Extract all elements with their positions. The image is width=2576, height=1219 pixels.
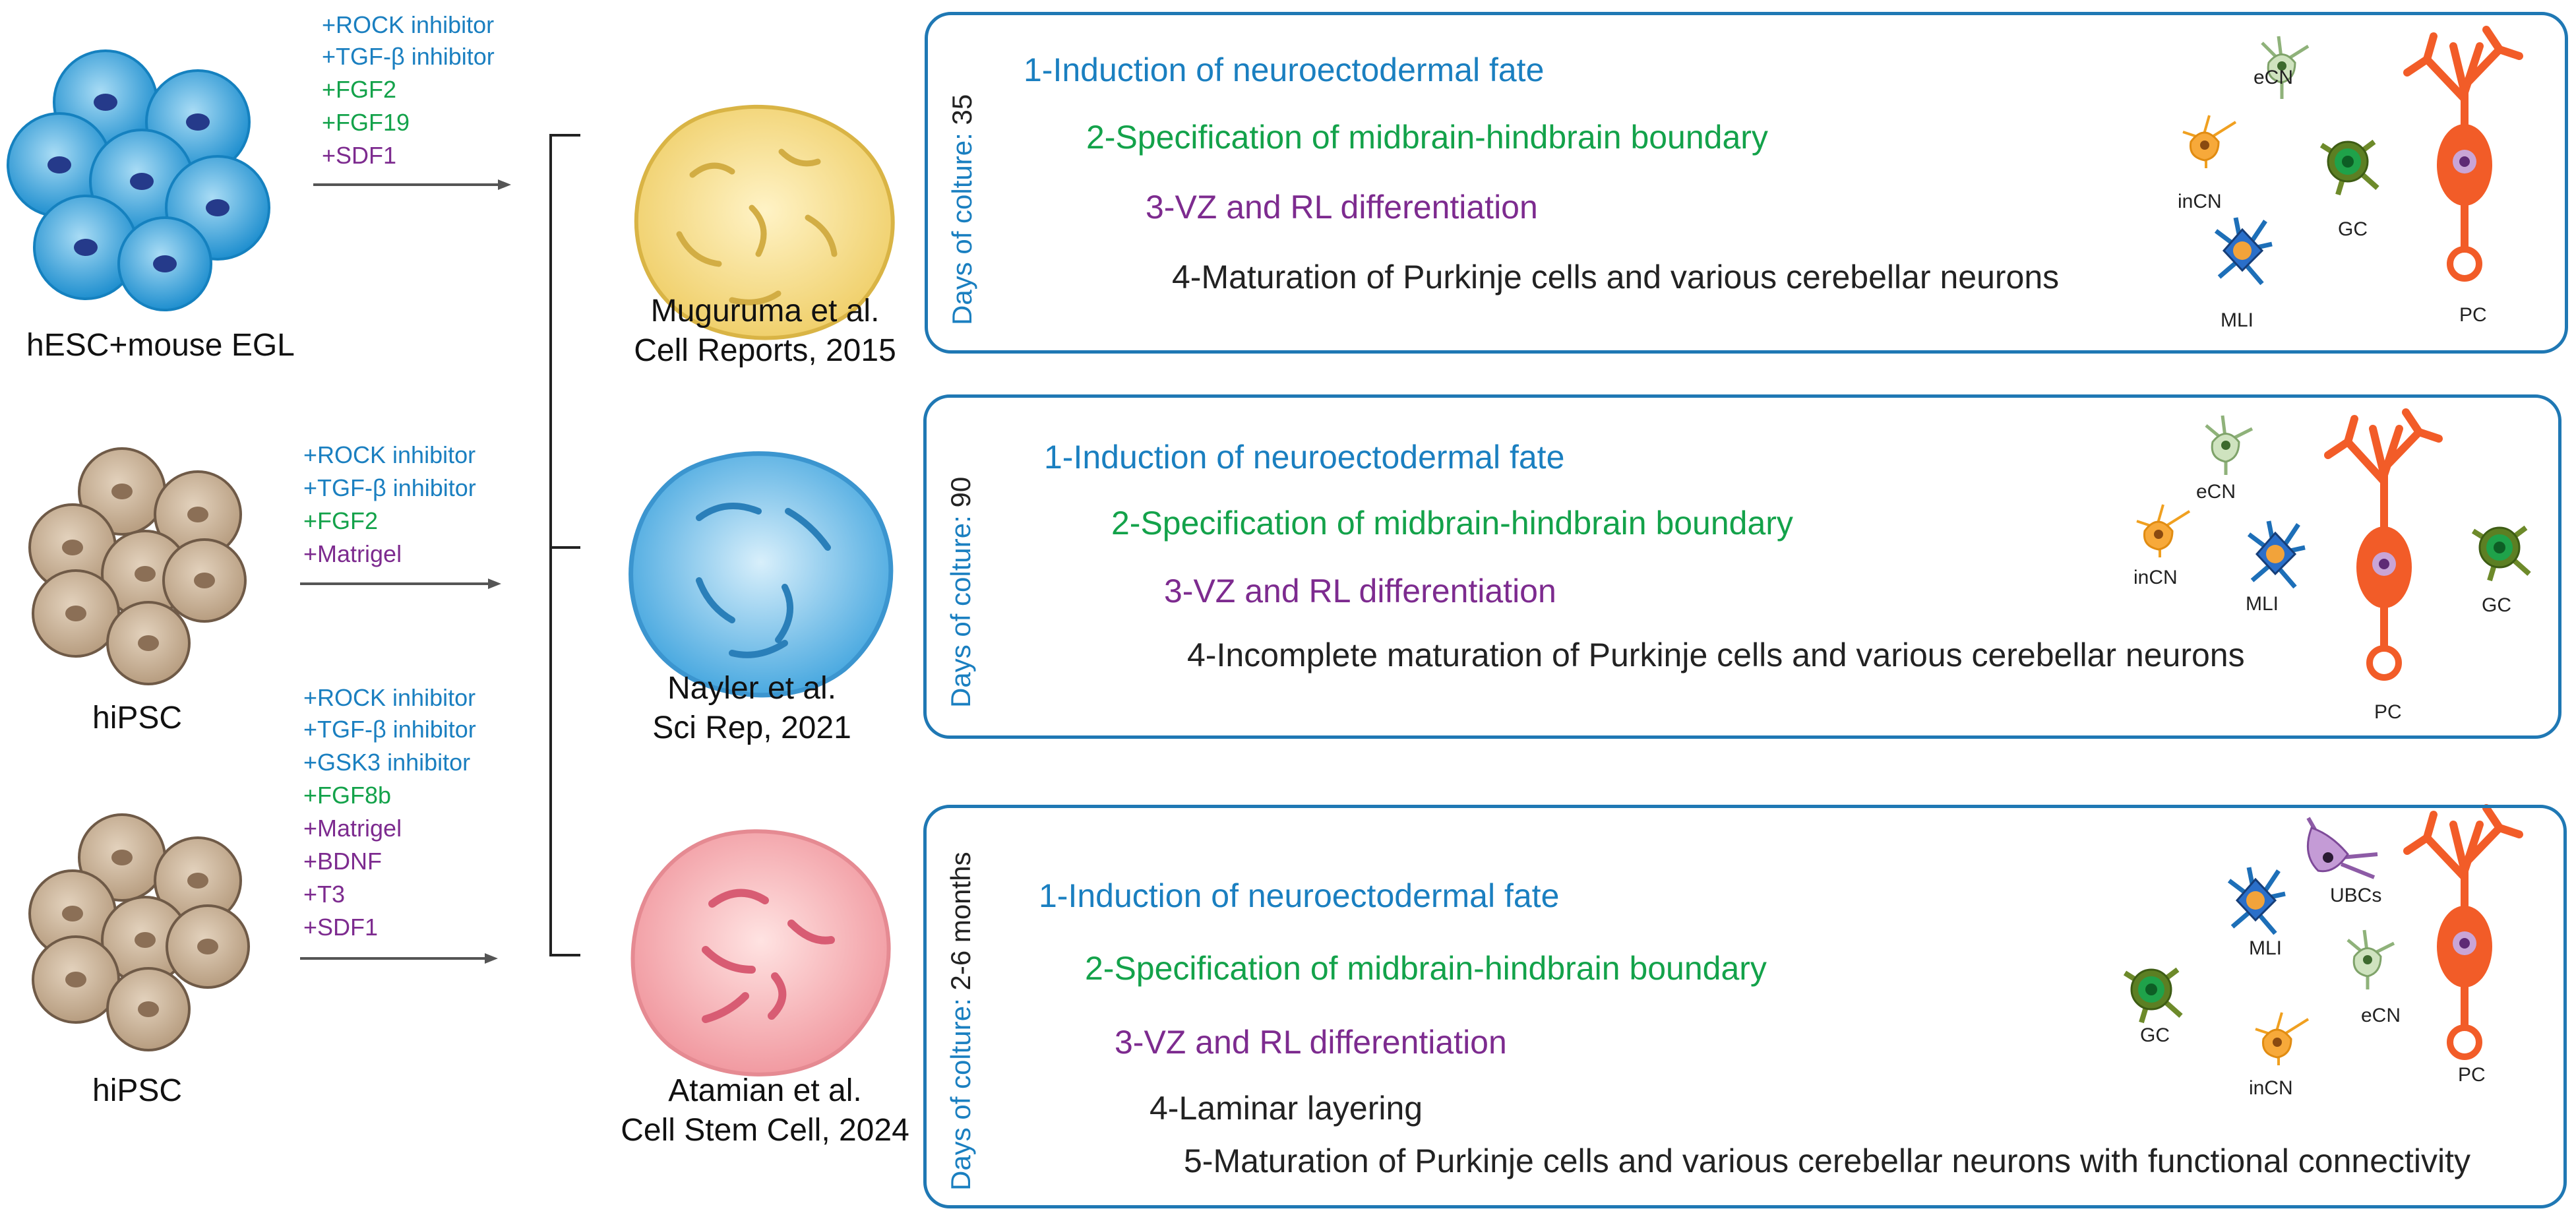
row2-factor-4: +Matrigel [303,540,402,567]
panel1-label-mli: MLI [2221,309,2254,331]
panel1-step-4: 4-Maturation of Purkinje cells and vario… [1172,259,2060,296]
ecn-icon-2 [2205,415,2254,475]
row1-source-label: hESC+mouse EGL [26,328,295,363]
panel1-step-3: 3-VZ and RL differentiation [1146,189,1538,226]
row3-factor-6: +BDNF [303,848,383,875]
gc-icon-1 [2319,139,2379,196]
panel2-label-gc: GC [2482,594,2511,616]
panel3-step-5: 5-Maturation of Purkinje cells and vario… [1184,1142,2471,1179]
organoid-muguruma [634,104,895,340]
panel1-step-1: 1-Induction of neuroectodermal fate [1024,51,1545,88]
row1-reference-authors: Muguruma et al. [650,294,880,328]
row2-factor-2: +TGF-β inhibitor [303,474,476,501]
panel2-neurons [2136,408,2531,681]
row3-factor-3: +GSK3 inhibitor [303,749,471,776]
row1-factor-1: +ROCK inhibitor [322,11,495,38]
panel3-label-incn: inCN [2249,1077,2293,1099]
row3-factor-4: +FGF8b [303,782,392,809]
panel3-label-ubcs: UBCs [2330,885,2382,906]
panel2-label-ecn: eCN [2196,481,2236,503]
panel3-step-4: 4-Laminar layering [1150,1090,1423,1127]
panel3-step-3: 3-VZ and RL differentiation [1115,1024,1507,1061]
panel2-days-label: Days of colture: 90 [945,477,977,708]
row3-reference-journal: Cell Stem Cell, 2024 [621,1113,909,1148]
mli-icon-1 [2214,217,2273,286]
panel1-neurons [2182,26,2523,286]
row2-reference-journal: Sci Rep, 2021 [652,710,851,745]
panel2-days-text: Days of colture: [945,515,976,708]
pc-icon-3 [2403,804,2523,1060]
panel3-step-2: 2-Specification of midbrain-hindbrain bo… [1085,950,1767,987]
panel1-days-label: Days of colture: 35 [946,94,978,325]
panel3-label-gc: GC [2140,1024,2170,1046]
panel3-label-ecn: eCN [2361,1005,2401,1026]
incn-icon-3 [2255,1012,2310,1065]
pc-icon-1 [2403,26,2523,282]
gc-icon-3 [2123,967,2183,1024]
panel1-label-gc: GC [2338,218,2368,240]
organoid-atamian [630,829,891,1077]
gc-icon-2 [2471,525,2531,582]
mli-icon-2 [2247,520,2306,589]
hipsc-cell-cluster-2 [28,813,250,1051]
protocol-panel-1: Days of colture: 35 1-Induction of neuro… [925,12,2568,354]
ubcs-icon [2306,817,2378,879]
ecn-icon-1 [2261,36,2310,99]
row3-source-label: hiPSC [92,1073,183,1108]
incn-icon-2 [2136,504,2191,557]
row3-factor-2: +TGF-β inhibitor [303,716,476,743]
hesc-cell-cluster [7,49,270,311]
panel2-step-3: 3-VZ and RL differentiation [1164,573,1556,610]
panel2-step-4: 4-Incomplete maturation of Purkinje cell… [1187,637,2245,673]
panel1-days-text: Days of colture: [946,133,977,325]
protocol-panel-2: Days of colture: 90 1-Induction of neuro… [923,394,2561,739]
panel2-step-2: 2-Specification of midbrain-hindbrain bo… [1111,505,1793,542]
panel3-neurons [2123,804,2523,1065]
row1-factor-4: +FGF19 [322,109,410,136]
row3-factor-5: +Matrigel [303,815,402,842]
row3-factor-8: +SDF1 [303,914,379,941]
row2-reference-authors: Nayler et al. [667,671,837,706]
row2-source-label: hiPSC [92,701,183,735]
organoid-nayler [629,451,894,698]
panel1-days-value: 35 [946,94,977,125]
row3-factor-1: +ROCK inhibitor [303,684,476,711]
mli-icon-3 [2227,867,2286,935]
incn-icon-1 [2182,115,2237,168]
row1-factor-5: +SDF1 [322,142,397,169]
pc-icon-2 [2324,408,2443,681]
panel1-label-ecn: eCN [2254,67,2294,88]
panel2-label-pc: PC [2374,701,2402,723]
panel2-label-mli: MLI [2246,593,2279,615]
panel2-label-incn: inCN [2133,567,2178,588]
row2-factor-3: +FGF2 [303,507,379,534]
bracket [549,134,580,956]
panel3-label-pc: PC [2458,1064,2486,1086]
protocol-panel-3: Days of colture: 2-6 months 1-Induction … [923,805,2567,1208]
panel2-days-value: 90 [945,476,976,508]
hipsc-cell-cluster-1 [28,447,247,685]
row2-factor-1: +ROCK inhibitor [303,441,476,468]
panel1-label-incn: inCN [2178,191,2222,212]
row1-reference-journal: Cell Reports, 2015 [634,333,896,368]
panel3-days-value: 2-6 months [945,852,976,991]
arrows [300,179,511,964]
panel1-label-pc: PC [2459,304,2487,326]
panel2-step-1: 1-Induction of neuroectodermal fate [1044,439,1565,476]
panel3-days-text: Days of colture: [945,998,976,1191]
row3-factor-7: +T3 [303,881,346,908]
panel3-label-mli: MLI [2249,937,2283,959]
row1-factor-3: +FGF2 [322,76,397,103]
row3-reference-authors: Atamian et al. [668,1073,862,1108]
ecn-icon-3 [2346,929,2395,989]
row1-factor-2: +TGF-β inhibitor [322,43,495,70]
panel3-step-1: 1-Induction of neuroectodermal fate [1039,877,1560,914]
panel1-step-2: 2-Specification of midbrain-hindbrain bo… [1086,119,1768,156]
panel3-days-label: Days of colture: 2-6 months [945,852,977,1191]
